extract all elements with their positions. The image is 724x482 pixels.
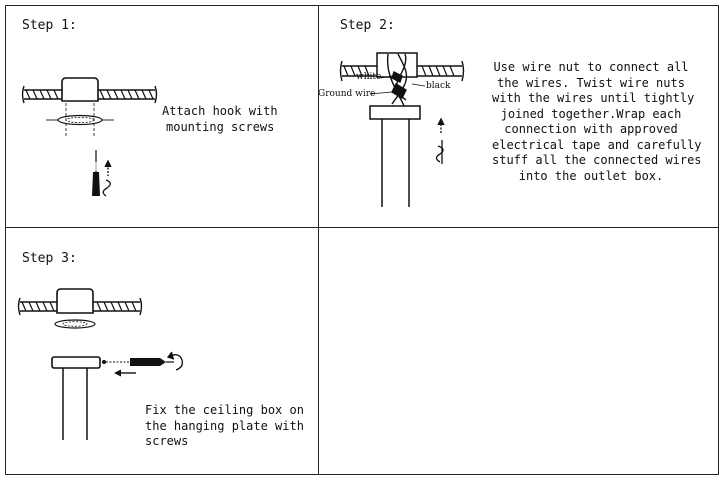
panel-empty [318,227,719,475]
hanging-plate-icon [54,319,96,329]
ground-wire-label: Ground wire [318,89,376,99]
white-wire-label: white [356,72,382,82]
step-2-caption-line: into the outlet box. [518,168,664,183]
screwdriver-icon [92,150,100,196]
step-2-caption-line: electrical tape and carefully [492,137,702,152]
step-2-caption-line: joined together.Wrap each [500,106,682,121]
canopy-icon [369,105,421,207]
black-wire-label: black [426,81,451,91]
step-2-caption-line: with the wires until tightly [492,91,695,105]
screwdriver-icon [102,358,174,366]
step-3-caption-line: the hanging plate with [145,418,304,433]
step-3-title: Step 3: [22,251,77,266]
outlet-box-icon [61,77,99,102]
black-leader-line [411,83,426,87]
direction-arrow-icon [114,369,136,377]
rotate-arrow-icon [166,351,184,371]
step-2-caption-line: the wires. Twist wire nuts [497,75,685,90]
outlet-box-icon [56,288,94,314]
step-1-caption-line: mounting screws [166,119,275,134]
screw-guide-lines-icon [65,103,95,136]
step-2-illustration [339,52,465,207]
rotate-arrow-icon [102,159,112,197]
step-3-caption-line: Fix the ceiling box on [145,403,304,417]
step-1-title: Step 1: [22,18,77,33]
white-leader-line [380,75,393,79]
ground-leader-line [369,91,393,95]
wire-bundle-icon [386,53,408,107]
rotate-arrow-icon [435,117,445,164]
step-2-caption-line: stuff all the connected wires [492,153,702,167]
step-3-caption-line: screws [145,434,189,448]
step-2-caption-line: connection with approved [504,122,678,136]
step-2-caption: Use wire nut to connect all the wires. T… [492,60,702,184]
step-2-caption-line: Use wire nut to connect all [493,60,689,74]
step-1-caption: Attach hook with mounting screws [162,104,278,135]
step-1-illustration [21,77,158,197]
ceiling-box-canopy-icon [51,356,101,440]
step-1-caption-line: Attach hook with [162,104,278,118]
step-3-caption: Fix the ceiling box on the hanging plate… [145,403,304,450]
step-3-illustration [17,288,184,440]
step-2-title: Step 2: [340,18,395,33]
